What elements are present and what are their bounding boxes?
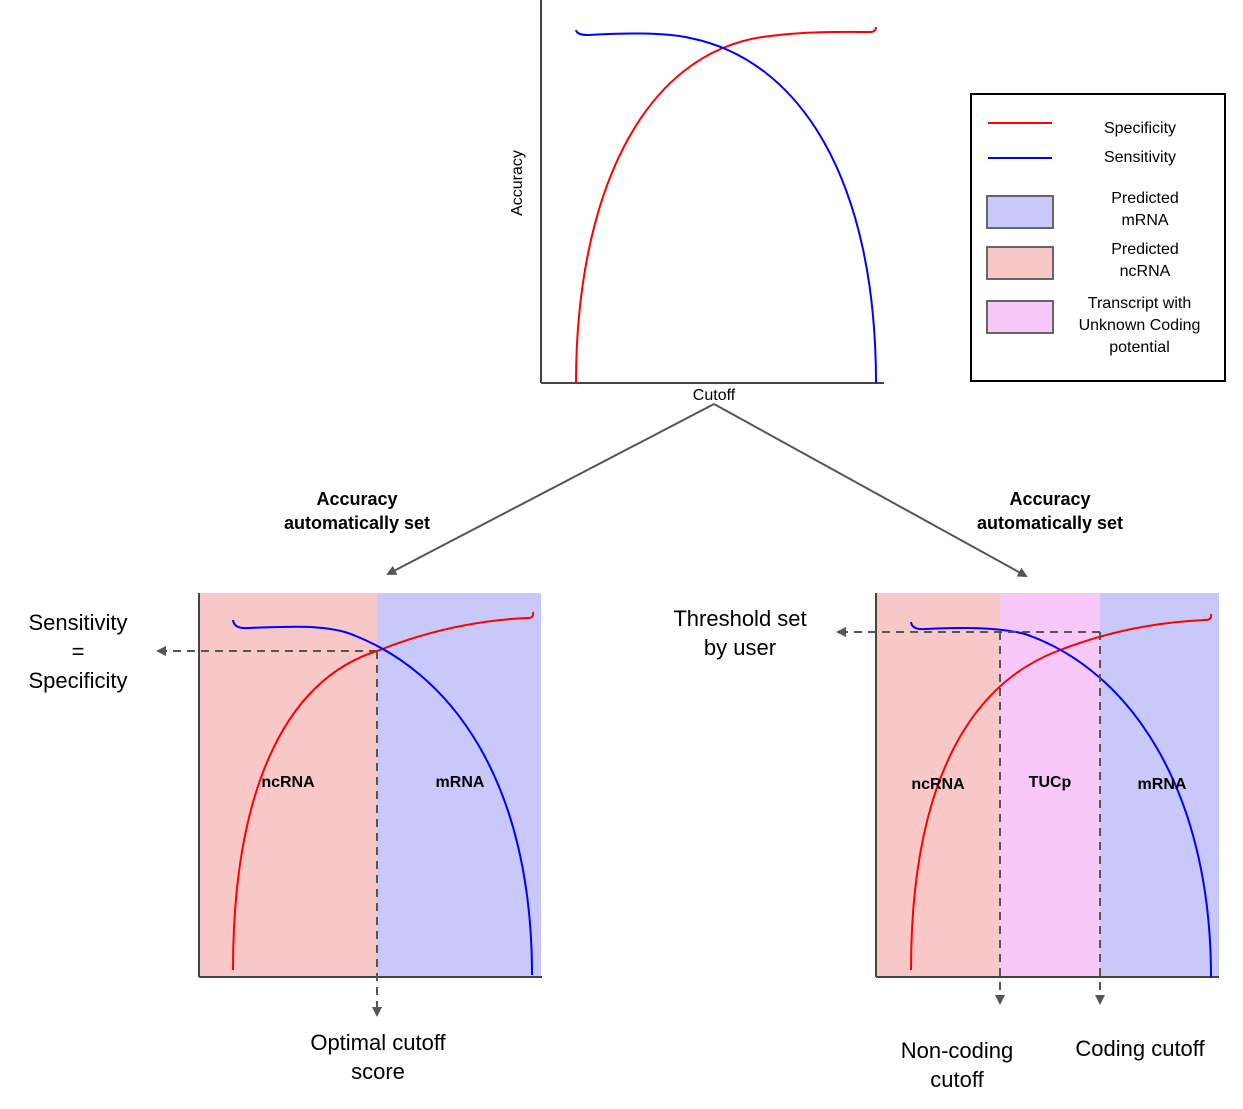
top-chart-xlabel: Cutoff (692, 387, 736, 404)
legend: Specificity Sensitivity Predicted mRNA P… (970, 93, 1226, 382)
legend-sensitivity-label: Sensitivity (1103, 149, 1177, 166)
branch-arrow-right (713, 403, 1028, 577)
branch-arrow-left (386, 403, 715, 575)
legend-blue-swatch-icon (986, 195, 1054, 229)
left-bottom-label: Optimal cutoff score (310, 1030, 446, 1084)
right-chart (836, 593, 1219, 1005)
left-mrna-region (377, 593, 541, 977)
legend-blue-line-icon (988, 157, 1052, 159)
legend-predicted-mrna-label: Predicted mRNA (1111, 190, 1179, 229)
right-side-label: Threshold set by user (673, 606, 807, 660)
right-region-ncrna: ncRNA (911, 776, 965, 793)
right-region-mrna: mRNA (1137, 776, 1187, 793)
left-region-ncrna: ncRNA (261, 774, 315, 791)
right-tucp-region (1000, 593, 1100, 977)
legend-tucp-label: Transcript with Unknown Coding potential (1078, 295, 1201, 356)
top-sensitivity-curve (575, 29, 877, 384)
left-branch-heading: Accuracy automatically set (283, 489, 431, 533)
top-chart-ylabel: Accuracy (509, 150, 526, 216)
legend-red-line-icon (988, 122, 1052, 124)
top-specificity-curve (575, 26, 877, 384)
legend-specificity-label: Specificity (1103, 120, 1177, 137)
left-sensitivity-curve (232, 619, 533, 976)
left-chart (156, 593, 542, 1017)
left-ncrna-region (199, 593, 377, 977)
legend-magenta-swatch-icon (986, 300, 1054, 334)
top-chart (540, 0, 884, 384)
legend-pink-swatch-icon (986, 246, 1054, 280)
legend-predicted-ncrna-label: Predicted ncRNA (1111, 241, 1179, 280)
left-region-mrna: mRNA (435, 774, 485, 791)
right-branch-heading: Accuracy automatically set (976, 489, 1124, 533)
right-region-tucp: TUCp (1028, 774, 1072, 791)
left-specificity-curve (232, 611, 535, 971)
right-bottom-left-label: Non-coding cutoff (900, 1038, 1014, 1092)
right-mrna-region (1100, 593, 1219, 977)
right-sensitivity-curve (910, 621, 1212, 978)
right-bottom-right-label: Coding cutoff (1075, 1036, 1205, 1061)
left-side-label: Sensitivity = Specificity (28, 610, 128, 693)
